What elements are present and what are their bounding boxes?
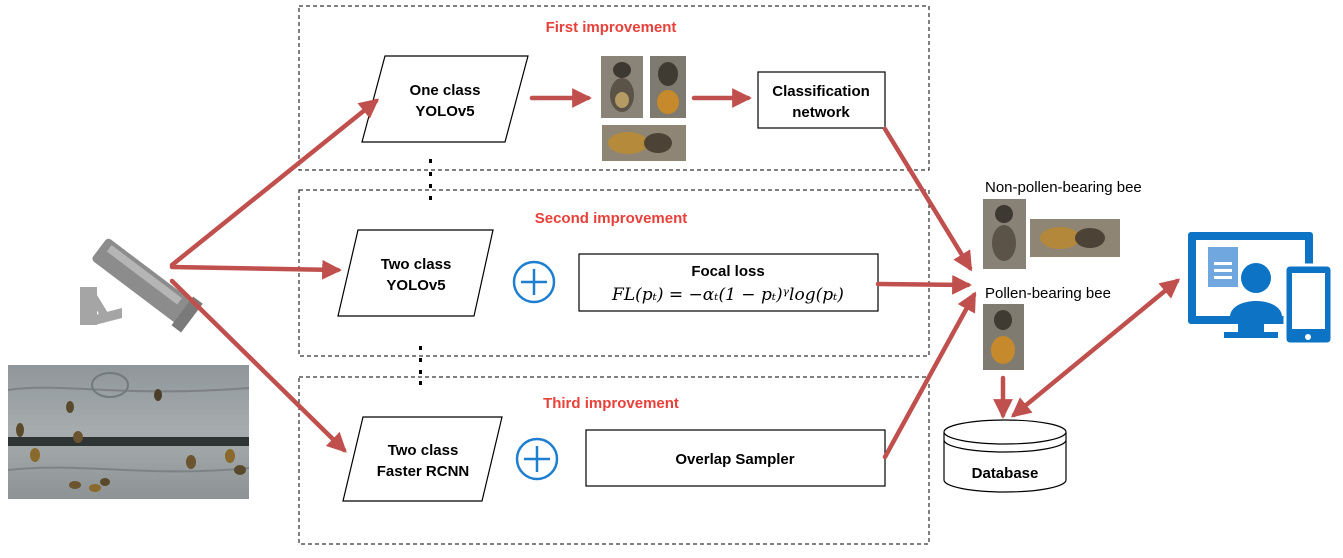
pollen-bearing-label: Pollen-bearing bee <box>985 285 1111 302</box>
pollen-bee-crops <box>983 304 1024 370</box>
two-class-yolov5-line2: YOLOv5 <box>386 277 445 294</box>
focal-loss-node <box>578 253 879 312</box>
arrow-camera-to-second <box>169 259 342 280</box>
detected-bee-crops <box>601 56 686 161</box>
overlap-sampler-node <box>585 429 886 487</box>
two-class-faster-rcnn-line1: Two class <box>388 442 459 459</box>
arrow-camera-to-third <box>169 278 347 453</box>
second-improvement-title: Second improvement <box>535 210 688 227</box>
second-improvement-panel <box>298 189 930 357</box>
arrow-focal-to-results <box>875 274 972 295</box>
flow-arrows <box>169 88 1181 460</box>
database-label: Database <box>972 465 1039 482</box>
arrow-sampler-to-results <box>882 291 977 460</box>
two-class-faster-rcnn-line2: Faster RCNN <box>377 463 470 480</box>
one-class-yolov5-line1: One class <box>410 82 481 99</box>
one-class-yolov5-line2: YOLOv5 <box>415 103 474 120</box>
focal-loss-title: Focal loss <box>691 263 764 280</box>
first-improvement-panel <box>298 5 930 171</box>
security-camera-icon <box>80 238 203 333</box>
one-class-yolov5-node <box>361 55 529 143</box>
two-class-faster-rcnn-node <box>342 416 503 502</box>
classification-network-node <box>757 71 886 129</box>
arrow-database-user <box>1010 278 1181 418</box>
overlap-sampler-label: Overlap Sampler <box>675 451 794 468</box>
classification-network-line1: Classification <box>772 83 870 100</box>
first-improvement-title: First improvement <box>546 19 677 36</box>
third-improvement-title: Third improvement <box>543 395 679 412</box>
arrow-classifier-to-results <box>882 126 973 272</box>
third-improvement-panel <box>298 376 930 545</box>
user-computer-phone-icon <box>1188 232 1334 346</box>
focal-loss-formula: FL(pₜ) = −αₜ(1 − pₜ)ᵞlog(pₜ) <box>611 285 844 305</box>
database-cylinder-icon <box>943 419 1067 493</box>
plus-circle-icon <box>512 260 556 304</box>
non-pollen-bearing-label: Non-pollen-bearing bee <box>985 179 1142 196</box>
two-class-yolov5-node <box>337 229 494 317</box>
ellipsis-dots <box>419 159 432 385</box>
arrow-camera-to-first <box>169 98 380 268</box>
classification-network-line2: network <box>792 104 850 121</box>
two-class-yolov5-line1: Two class <box>381 256 452 273</box>
plus-circle-icon <box>515 437 559 481</box>
non-pollen-bee-crops <box>983 199 1120 269</box>
hive-entrance-photo <box>7 365 250 499</box>
